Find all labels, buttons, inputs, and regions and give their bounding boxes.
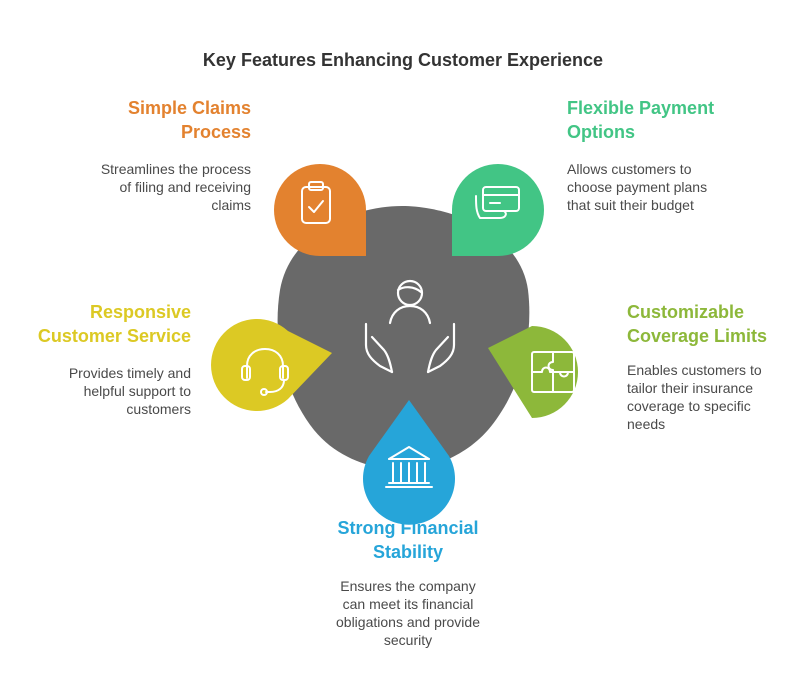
center-hub (277, 206, 530, 470)
financial-title: Strong Financial Stability (337, 518, 479, 562)
coverage-description: Enables customers to tailor their insura… (627, 362, 762, 432)
hands-holding-person-icon (364, 279, 456, 374)
coverage-title: Customizable Coverage Limits (627, 302, 768, 346)
payment-card-icon (475, 186, 520, 219)
bank-building-icon (385, 446, 433, 488)
financial-description: Ensures the company can meet its financi… (336, 578, 480, 648)
clipboard-check-icon (301, 181, 331, 224)
service-petal (211, 319, 332, 412)
service-description: Provides timely and helpful support to c… (68, 365, 191, 417)
puzzle-icon (531, 351, 575, 393)
payment-description: Allows customers to choose payment plans… (567, 161, 708, 213)
claims-description: Streamlines the process of filing and re… (100, 161, 251, 213)
page-title: Key Features Enhancing Customer Experien… (202, 50, 604, 70)
claims-petal (274, 164, 366, 256)
service-title: Responsive Customer Service (37, 302, 191, 346)
headset-icon (241, 348, 289, 396)
claims-title: Simple Claims Process (127, 98, 251, 142)
payment-title: Flexible Payment Options (567, 98, 715, 142)
